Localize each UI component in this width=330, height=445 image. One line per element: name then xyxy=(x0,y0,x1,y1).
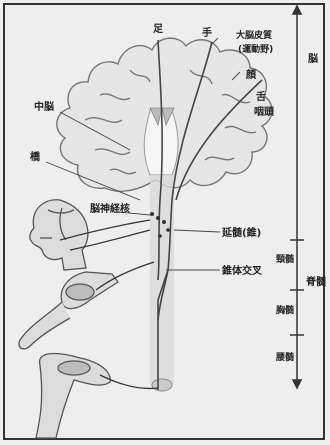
label-midbrain: 中脳 xyxy=(34,100,54,113)
label-spinal-cord: 脊髄 xyxy=(305,275,327,288)
label-medulla: 延髄(錐) xyxy=(221,226,261,239)
label-brain: 脳 xyxy=(308,53,318,65)
label-thoracic: 胸髄 xyxy=(276,304,295,316)
label-hand: 手 xyxy=(202,26,212,39)
label-motor-cortex: 大脳皮質 xyxy=(236,29,272,41)
label-lumbar: 腰髄 xyxy=(275,351,295,363)
label-face: 顔 xyxy=(245,68,257,81)
label-pharynx: 咽頭 xyxy=(254,106,275,118)
label-foot: 足 xyxy=(153,23,164,35)
spinal-cord xyxy=(150,175,174,385)
label-pyramidal-decussation: 錐体交叉 xyxy=(222,264,263,277)
label-motor-area: (運動野) xyxy=(238,43,273,55)
label-pons: 橋 xyxy=(30,150,41,163)
spinal-cord-end xyxy=(152,379,172,391)
label-tongue: 舌 xyxy=(256,90,266,103)
label-cervical: 頸髄 xyxy=(276,253,295,265)
label-cranial-nerve-nuclei: 脳神経核 xyxy=(90,202,130,215)
